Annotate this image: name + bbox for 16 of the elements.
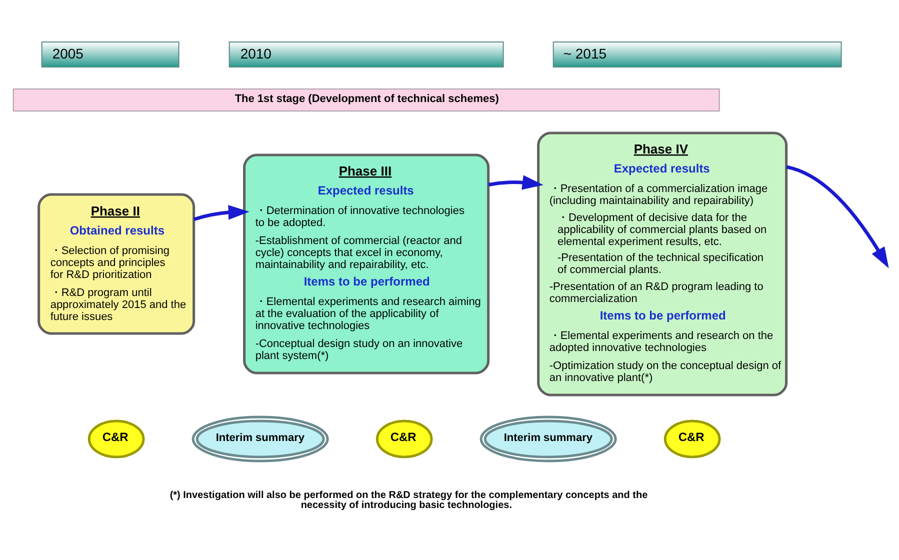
node-box: ~ 2015 (552, 41, 842, 67)
node-ellipse: Interim summary (479, 415, 616, 462)
node-box: Phase III Expected results ・Determination of innovative technologies to be adopted. -Establishment of commercial (reactor and cycle) concepts that excel in economy, maintainability and repairability, etc. Items to be performed ・Elemental experiments and research aiming at the evaluation of the applicability of innovative technologies -Conceptual design study on an innovative plant system(*) (242, 153, 490, 374)
arrow (192, 204, 249, 221)
arrow (488, 174, 543, 190)
node-ellipse: C&R (375, 419, 432, 458)
node-box: 2010 (228, 41, 504, 67)
node-ellipse: Interim summary (191, 415, 328, 462)
node-box: 2005 (40, 41, 179, 67)
node-box: Phase IV Expected results ・Presentation of a commercialization image (including maintainability and repairability) ・Development of decisive data for the applicability of commercial plants based on elemental experiment results, etc. -Presentation of the technical specification of commercial plants. -Presentation of an R&D program leading to commercialization Items to be performed ・Elemental experiments and research on the adopted innovative technologies -Optimization study on the conceptual design of an innovative plant(*) (536, 131, 788, 396)
node-box: The 1st stage (Development of technical schemes) (12, 88, 720, 111)
label: (*) Investigation will also be performed on the R&D strategy for the complementary concepts and the necessity of introducing basic technologies. (169, 490, 648, 510)
node-box: Phase II Obtained results ・Selection of promising concepts and principles for R&D prioritization ・R&D program until approximately 2015 and the future issues (37, 192, 195, 334)
node-ellipse: C&R (663, 419, 720, 458)
arrow (786, 164, 888, 268)
node-ellipse: C&R (87, 419, 144, 458)
